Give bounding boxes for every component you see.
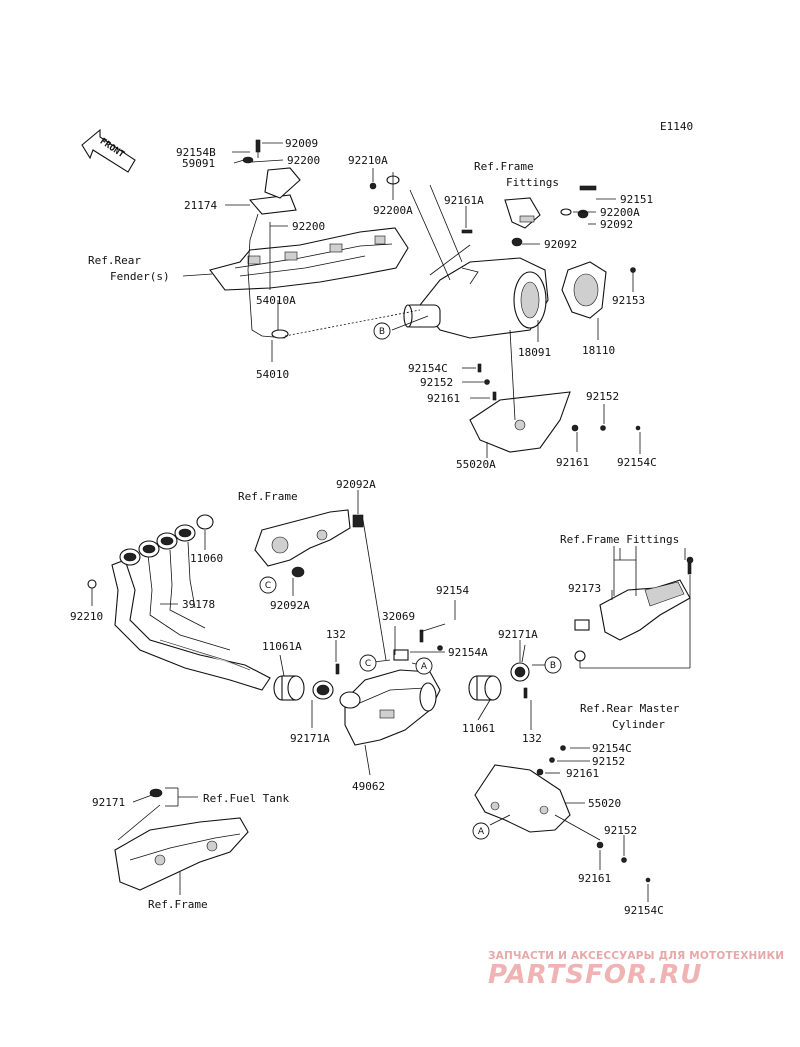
part-label-32069: 32069 [382, 610, 415, 623]
part-label-132-b: 132 [522, 732, 542, 745]
part-label-92173: 92173 [568, 582, 601, 595]
part-label-92153: 92153 [612, 294, 645, 307]
part-label-92154C-c: 92154C [592, 742, 632, 755]
cable-54010 [247, 213, 286, 339]
ref-frame-fittings-right: Ref.Frame Fittings [560, 533, 679, 546]
part-label-49062: 49062 [352, 780, 385, 793]
part-label-92161-b: 92161 [556, 456, 589, 469]
svg-text:C: C [265, 581, 271, 591]
part-label-92171A-left: 92171A [290, 732, 330, 745]
callout-b-top: B [373, 322, 391, 340]
part-label-55020A: 55020A [456, 458, 496, 471]
part-label-92161A: 92161A [444, 194, 484, 207]
part-label-92152-b: 92152 [586, 390, 619, 403]
hardware-top [369, 175, 636, 273]
part-label-92200-mid: 92200 [292, 220, 325, 233]
cable-end-54010A [271, 329, 289, 339]
part-label-11061: 11061 [462, 722, 495, 735]
rear-fender-part [209, 222, 409, 291]
exhaust-header-39178 [87, 514, 271, 691]
part-label-92152-d: 92152 [604, 824, 637, 837]
part-label-92200A-right: 92200A [600, 206, 640, 219]
callout-a-mid: A [415, 657, 433, 675]
frame-bracket-mid [254, 509, 364, 578]
gasket-11061 [468, 675, 502, 701]
callout-c-mid: C [259, 576, 277, 594]
callout-a-bottom: A [472, 822, 490, 840]
part-label-11060: 11060 [190, 552, 223, 565]
part-label-18110: 18110 [582, 344, 615, 357]
watermark-tagline: ЗАПЧАСТИ И АКСЕССУАРЫ ДЛЯ МОТОТЕХНИКИ [488, 950, 785, 962]
part-label-92161-d: 92161 [578, 872, 611, 885]
clamp-92171A-right [510, 662, 530, 699]
frame-fittings-bracket [504, 197, 541, 229]
part-label-54010: 54010 [256, 368, 289, 381]
pre-chamber-49062 [339, 629, 443, 746]
callout-b-mid: B [544, 656, 562, 674]
part-label-92200-top: 92200 [287, 154, 320, 167]
part-label-132-a: 132 [326, 628, 346, 641]
part-label-92154C-a: 92154C [408, 362, 448, 375]
part-label-92154B: 92154B [176, 146, 216, 159]
part-label-92009: 92009 [285, 137, 318, 150]
part-label-92092A-bottom: 92092A [270, 599, 310, 612]
front-arrow-icon: FRONT [81, 128, 136, 173]
svg-text:A: A [421, 662, 428, 672]
part-label-92154C-b: 92154C [617, 456, 657, 469]
watermark-logo-text: PARTSFOR.RU [488, 960, 703, 990]
part-label-92151: 92151 [620, 193, 653, 206]
callout-c-lower: C [359, 654, 377, 672]
part-label-39178: 39178 [182, 598, 215, 611]
part-label-92154A: 92154A [448, 646, 488, 659]
part-label-92210: 92210 [70, 610, 103, 623]
muffler-18091 [403, 257, 549, 339]
svg-text:C: C [365, 659, 371, 669]
frame-bottom-bracket [114, 788, 249, 891]
part-label-21174: 21174 [184, 199, 217, 212]
part-label-92200A-left: 92200A [373, 204, 413, 217]
part-label-92154C-d: 92154C [624, 904, 664, 917]
part-label-92171A-right: 92171A [498, 628, 538, 641]
ref-rear-master-line2: Cylinder [612, 718, 665, 731]
part-label-92161-a: 92161 [427, 392, 460, 405]
heat-guard-55020 [474, 745, 651, 883]
part-label-92152-c: 92152 [592, 755, 625, 768]
leader-lines-mid [91, 490, 691, 776]
part-label-92092A-top: 92092A [336, 478, 376, 491]
part-label-92092-b: 92092 [544, 238, 577, 251]
leader-lines-bottom [132, 747, 649, 902]
bracket-21174 [242, 139, 301, 215]
ref-frame-mid: Ref.Frame [238, 490, 298, 503]
part-label-92092-a: 92092 [600, 218, 633, 231]
svg-text:B: B [379, 327, 385, 337]
part-label-92171: 92171 [92, 796, 125, 809]
part-label-92154: 92154 [436, 584, 469, 597]
part-label-92161-c: 92161 [566, 767, 599, 780]
part-label-55020: 55020 [588, 797, 621, 810]
leader-lines-top [182, 142, 641, 458]
part-label-11061A: 11061A [262, 640, 302, 653]
part-label-59091: 59091 [182, 157, 215, 170]
part-label-92210A: 92210A [348, 154, 388, 167]
heat-guard-55020A [469, 363, 641, 453]
ref-frame-bottom: Ref.Frame [148, 898, 208, 911]
clamp-92171A-left [312, 663, 340, 700]
gasket-11061A [273, 675, 305, 701]
ref-rear-master-line1: Ref.Rear Master [580, 702, 680, 715]
ref-rear-fender-line1: Ref.Rear [88, 254, 141, 267]
ref-fuel-tank: Ref.Fuel Tank [203, 792, 289, 805]
watermark: ЗАПЧАСТИ И АКСЕССУАРЫ ДЛЯ МОТОТЕХНИКИ PA… [488, 950, 788, 990]
frame-fittings-right-bracket [574, 556, 694, 662]
part-label-54010A: 54010A [256, 294, 296, 307]
end-cap-18110 [561, 261, 607, 319]
svg-text:B: B [550, 661, 556, 671]
diagram-code: E1140 [660, 120, 693, 133]
part-label-92152-a: 92152 [420, 376, 453, 389]
svg-text:A: A [478, 827, 485, 837]
ref-rear-fender-line2: Fender(s) [110, 270, 170, 283]
ref-frame-fittings-top-line2: Fittings [506, 176, 559, 189]
ref-frame-fittings-top-line1: Ref.Frame [474, 160, 534, 173]
part-label-18091: 18091 [518, 346, 551, 359]
